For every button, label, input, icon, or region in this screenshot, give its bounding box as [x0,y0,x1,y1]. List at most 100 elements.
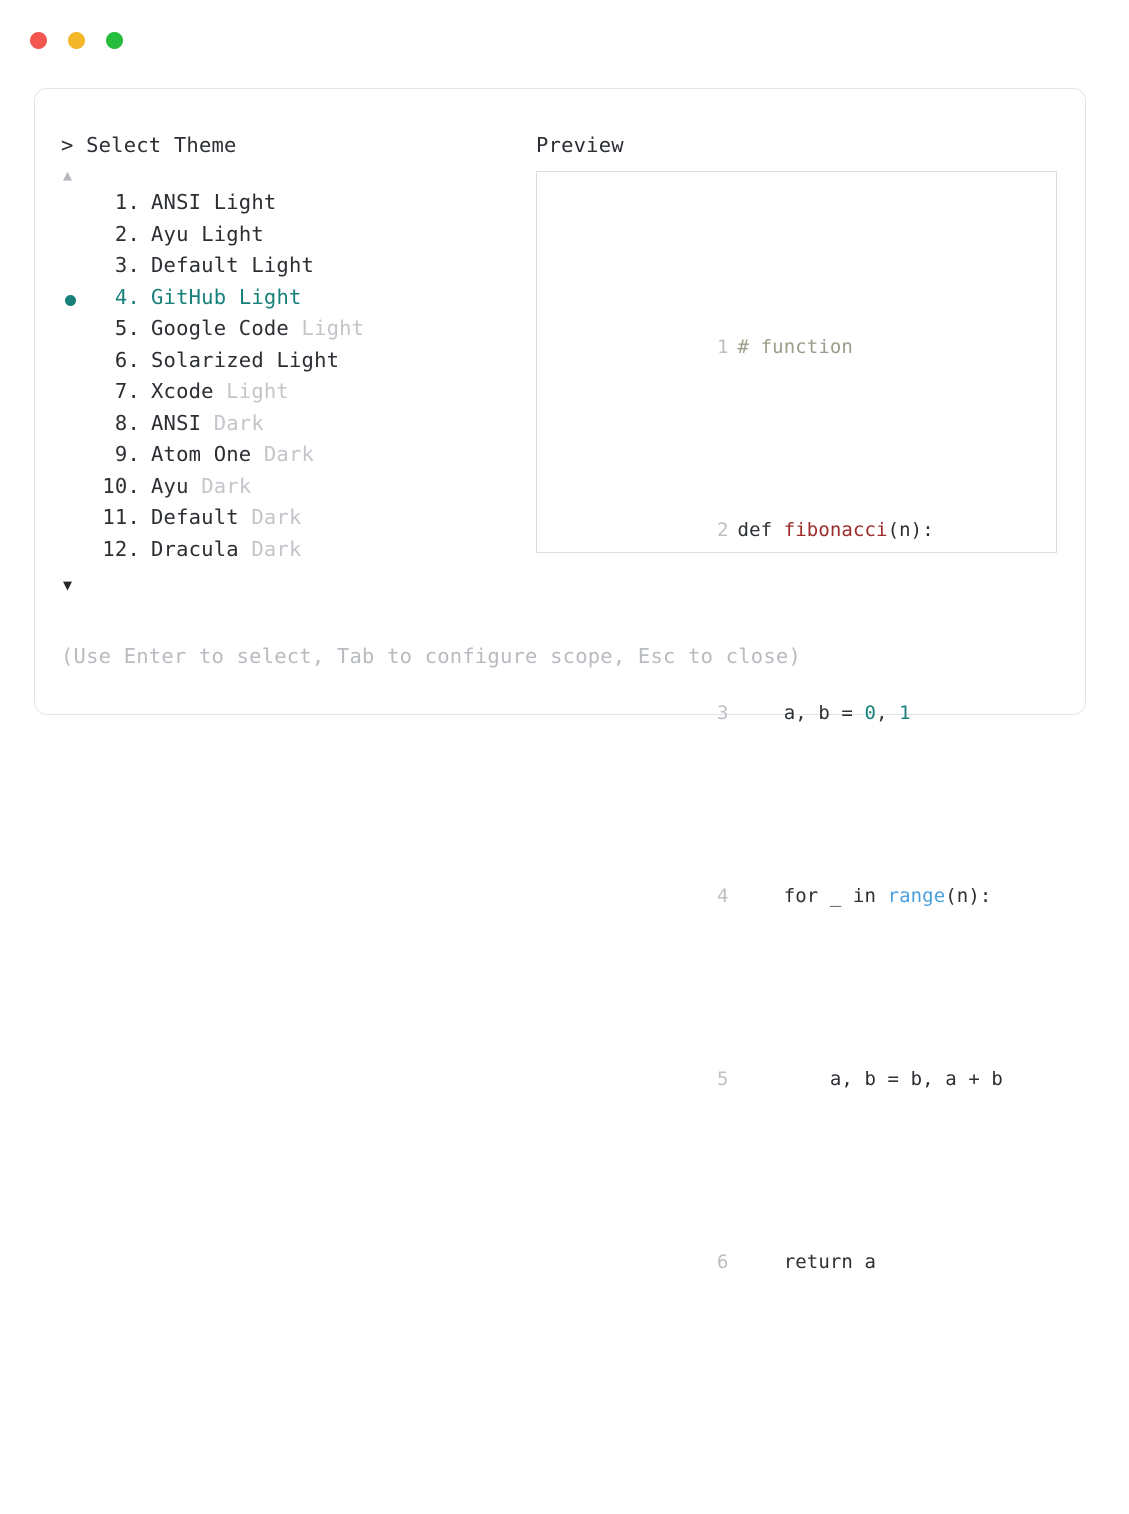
theme-name: Xcode [151,379,214,403]
minimize-icon[interactable] [68,32,85,49]
theme-list-item[interactable]: 8.ANSI Dark [61,411,531,443]
selection-indicator [61,190,92,222]
theme-list-item[interactable]: 3.Default Light [61,253,531,285]
theme-name: Ayu [151,221,189,246]
theme-variant: Dark [251,505,302,529]
code-line: 6 return a [537,1217,1056,1309]
line-number: 3 [717,702,729,724]
theme-list-item[interactable]: 2. Ayu Light [61,222,531,254]
theme-name-cell: Ayu Dark [151,474,251,498]
theme-list-item[interactable]: 11. Default Dark [61,505,531,537]
space [214,379,227,403]
theme-list-item[interactable]: 12. Dracula Dark [61,537,531,569]
space [239,505,252,529]
space [201,190,214,214]
select-theme-prompt: > Select Theme [61,133,237,157]
maximize-icon[interactable] [106,32,123,49]
selected-bullet-icon [65,294,76,306]
selection-indicator [61,537,92,569]
preview-title: Preview [536,133,624,157]
number-literal: 1 [899,702,911,724]
line-number: 1 [717,336,729,358]
code-line: 4 for _ in range(n): [537,851,1056,943]
selection-indicator [61,411,92,443]
theme-list-item[interactable]: 4.GitHub Light [61,285,531,317]
theme-variant: Dark [201,473,252,498]
theme-name: Default [151,505,239,529]
theme-list-item[interactable]: 7. Xcode Light [61,379,531,411]
theme-index: 3. [114,253,140,277]
line-number: 2 [717,519,729,541]
function-args: (n): [887,519,934,541]
range-args: (n): [945,885,992,907]
swap-statement: a, b = b, a + b [737,1068,1003,1090]
code-line: 3 a, b = 0, 1 [537,668,1056,760]
theme-index: 6. [114,347,140,372]
scroll-down-icon[interactable]: ▼ [63,576,73,594]
theme-name: Atom One [151,442,252,466]
space [289,316,302,340]
theme-variant: Light [276,347,340,372]
theme-name-cell: Solarized Light [151,348,339,372]
close-icon[interactable] [30,32,47,49]
code-line: 1# function [537,302,1056,394]
selection-indicator [61,222,92,254]
theme-index: 2. [114,221,140,246]
space [239,537,252,561]
line-number: 6 [717,1251,729,1273]
selection-indicator [61,379,92,411]
theme-index: 12. [102,536,140,561]
space [189,474,202,498]
theme-index: 11. [102,505,140,529]
theme-index: 9. [114,442,140,466]
theme-list-item[interactable]: 1.ANSI Light [61,190,531,222]
space [239,253,252,277]
line-number: 5 [717,1068,729,1090]
theme-variant: Light [226,379,289,403]
theme-index: 1. [114,190,140,214]
theme-name: Google Code [151,316,289,340]
theme-index: 5. [114,316,140,340]
function-name: fibonacci [783,519,888,541]
line-number: 4 [717,885,729,907]
assignment-lhs: a, b = [737,702,865,724]
theme-list-item[interactable]: 5. Google Code Light [61,316,531,348]
builtin-range: range [887,885,946,907]
scroll-up-icon[interactable]: ▲ [63,166,73,184]
theme-name-cell: Atom One Dark [151,442,314,466]
theme-name-cell: Default Dark [151,505,302,529]
theme-list-item[interactable]: 6. Solarized Light [61,348,531,380]
selection-indicator [61,253,92,285]
theme-index: 8. [114,410,140,435]
theme-name: Ayu [151,473,189,498]
selection-indicator [61,505,92,537]
theme-name-cell: Dracula Dark [151,537,302,561]
space [189,222,202,246]
space [201,411,214,435]
space [264,348,277,372]
selection-indicator [61,474,92,506]
theme-variant: Dark [251,536,302,561]
theme-list-item[interactable]: 10.Ayu Dark [61,474,531,506]
theme-index: 7. [114,379,140,403]
selection-indicator [61,442,92,474]
theme-name-cell: Xcode Light [151,379,289,403]
theme-list-item[interactable]: 9. Atom One Dark [61,442,531,474]
space [772,519,784,541]
theme-name-cell: Google Code Light [151,316,364,340]
theme-variant: Light [238,284,302,309]
theme-variant: Light [201,221,264,246]
theme-name-cell: GitHub Light [151,285,302,309]
number-literal: 0 [864,702,877,724]
theme-variant: Dark [263,442,315,466]
code-blank-line [537,1400,1056,1431]
selection-indicator [61,285,92,317]
